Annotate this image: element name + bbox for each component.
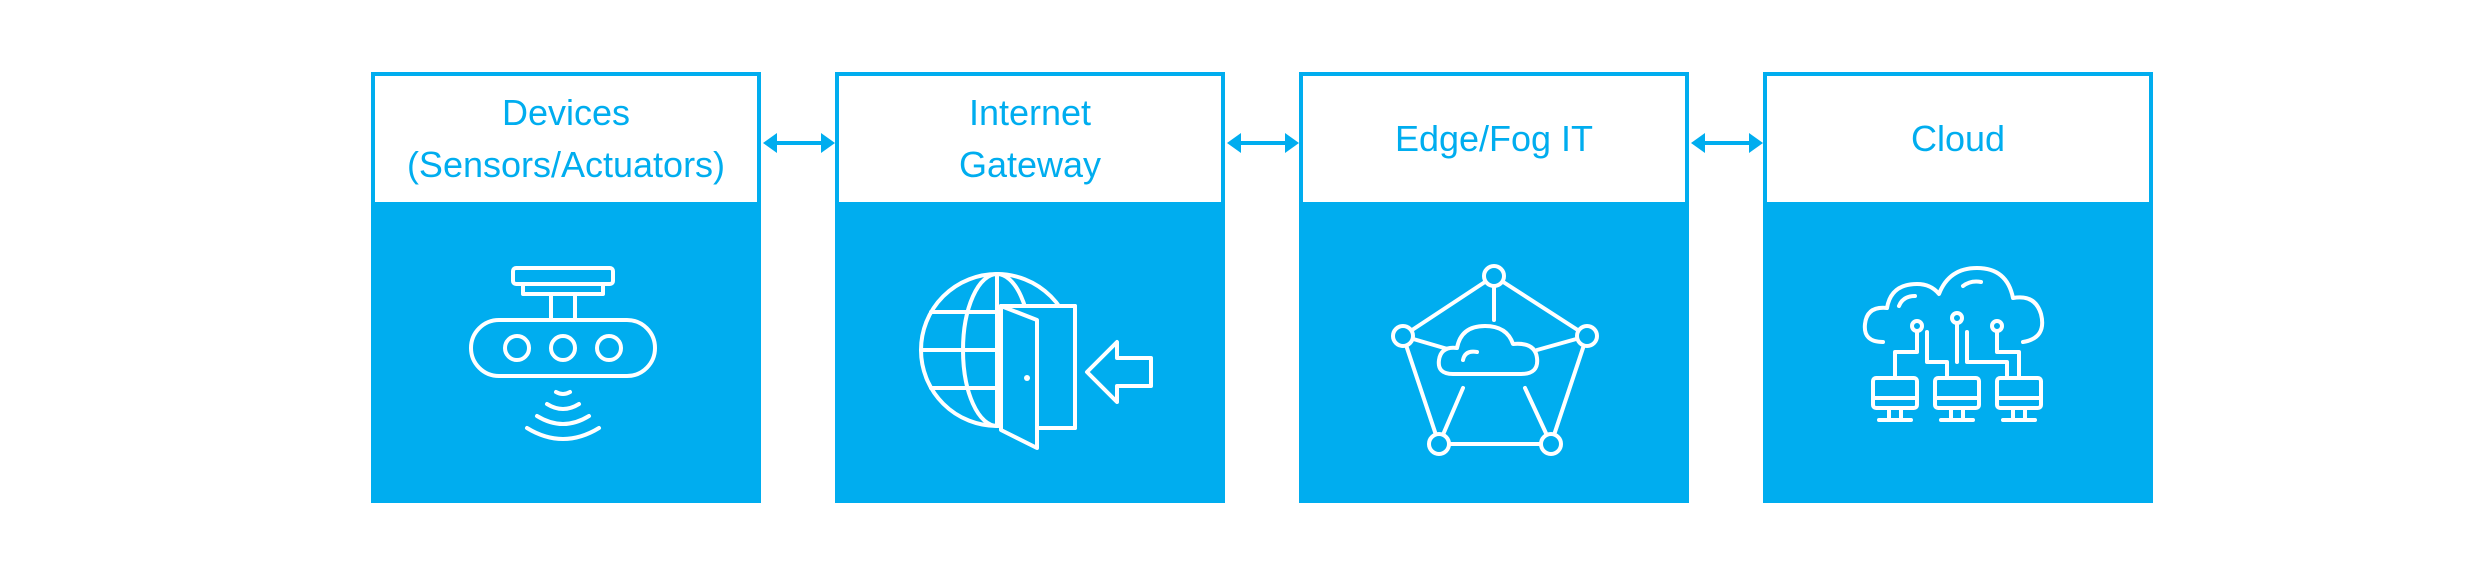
connector-gateway-edge (1225, 128, 1301, 158)
bidirectional-arrow-icon (1227, 133, 1299, 153)
stage-internet-gateway-label: Internet Gateway (839, 76, 1221, 202)
stage-devices: Devices (Sensors/Actuators) (371, 72, 761, 503)
stage-internet-gateway: Internet Gateway (835, 72, 1225, 503)
stage-cloud-label: Cloud (1767, 76, 2149, 202)
stage-cloud: Cloud (1763, 72, 2153, 503)
bidirectional-arrow-icon (763, 133, 835, 153)
stage-devices-label: Devices (Sensors/Actuators) (375, 76, 757, 202)
bidirectional-arrow-icon (1691, 133, 1763, 153)
stage-edge-fog-label: Edge/Fog IT (1303, 76, 1685, 202)
globe-gateway-icon (839, 202, 1221, 499)
edge-network-cloud-icon (1303, 202, 1685, 499)
connector-devices-gateway (761, 128, 837, 158)
stage-edge-fog: Edge/Fog IT (1299, 72, 1689, 503)
connector-edge-cloud (1689, 128, 1765, 158)
cloud-computers-icon (1767, 202, 2149, 499)
sensor-device-icon (375, 202, 757, 499)
